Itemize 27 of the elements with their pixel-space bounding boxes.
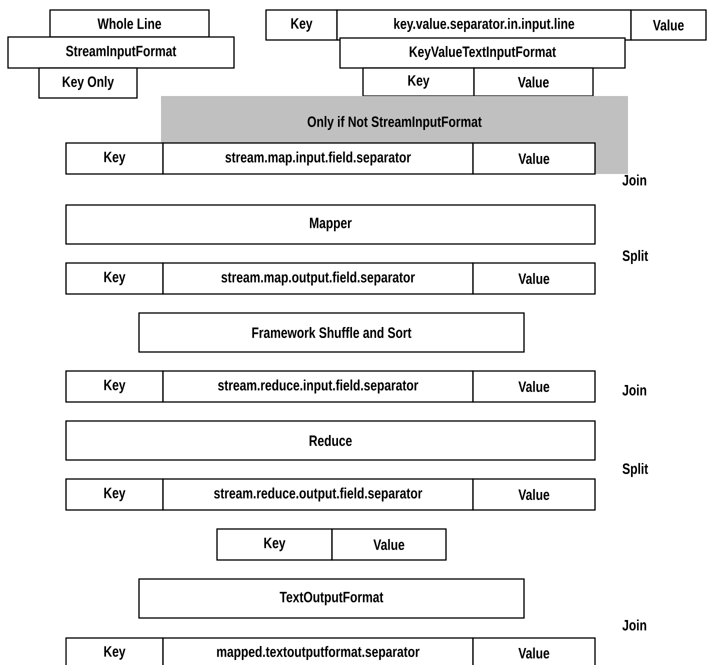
process-box: Reduce [65, 420, 596, 461]
field-cell: Key [362, 67, 475, 97]
field-cell: Key [265, 9, 338, 41]
field-cell: Key [65, 637, 164, 665]
process-box: Key Only [38, 67, 138, 99]
step-label: Join [622, 384, 646, 396]
field-cell: Value [472, 370, 596, 403]
step-label: Join [622, 620, 646, 630]
field-cell: Key [65, 142, 164, 175]
process-box: Whole Line [49, 9, 210, 38]
field-cell: Value [331, 528, 447, 561]
step-label: Split [622, 250, 648, 264]
field-cell: Value [630, 9, 707, 41]
process-box: Mapper [65, 204, 596, 245]
field-cell: Key [65, 262, 164, 295]
step-label: Join [622, 174, 646, 186]
field-cell: Key [65, 370, 164, 403]
process-box: TextOutputFormat [138, 578, 525, 619]
step-label: Split [622, 463, 648, 477]
process-box: Framework Shuffle and Sort [138, 312, 525, 353]
field-cell: Value [473, 67, 594, 97]
field-cell: Key [65, 478, 164, 511]
field-cell: Key [216, 528, 333, 561]
field-cell: Value [472, 142, 596, 175]
field-cell: Value [472, 262, 596, 295]
field-cell: Value [472, 637, 596, 665]
field-cell: Value [472, 478, 596, 511]
